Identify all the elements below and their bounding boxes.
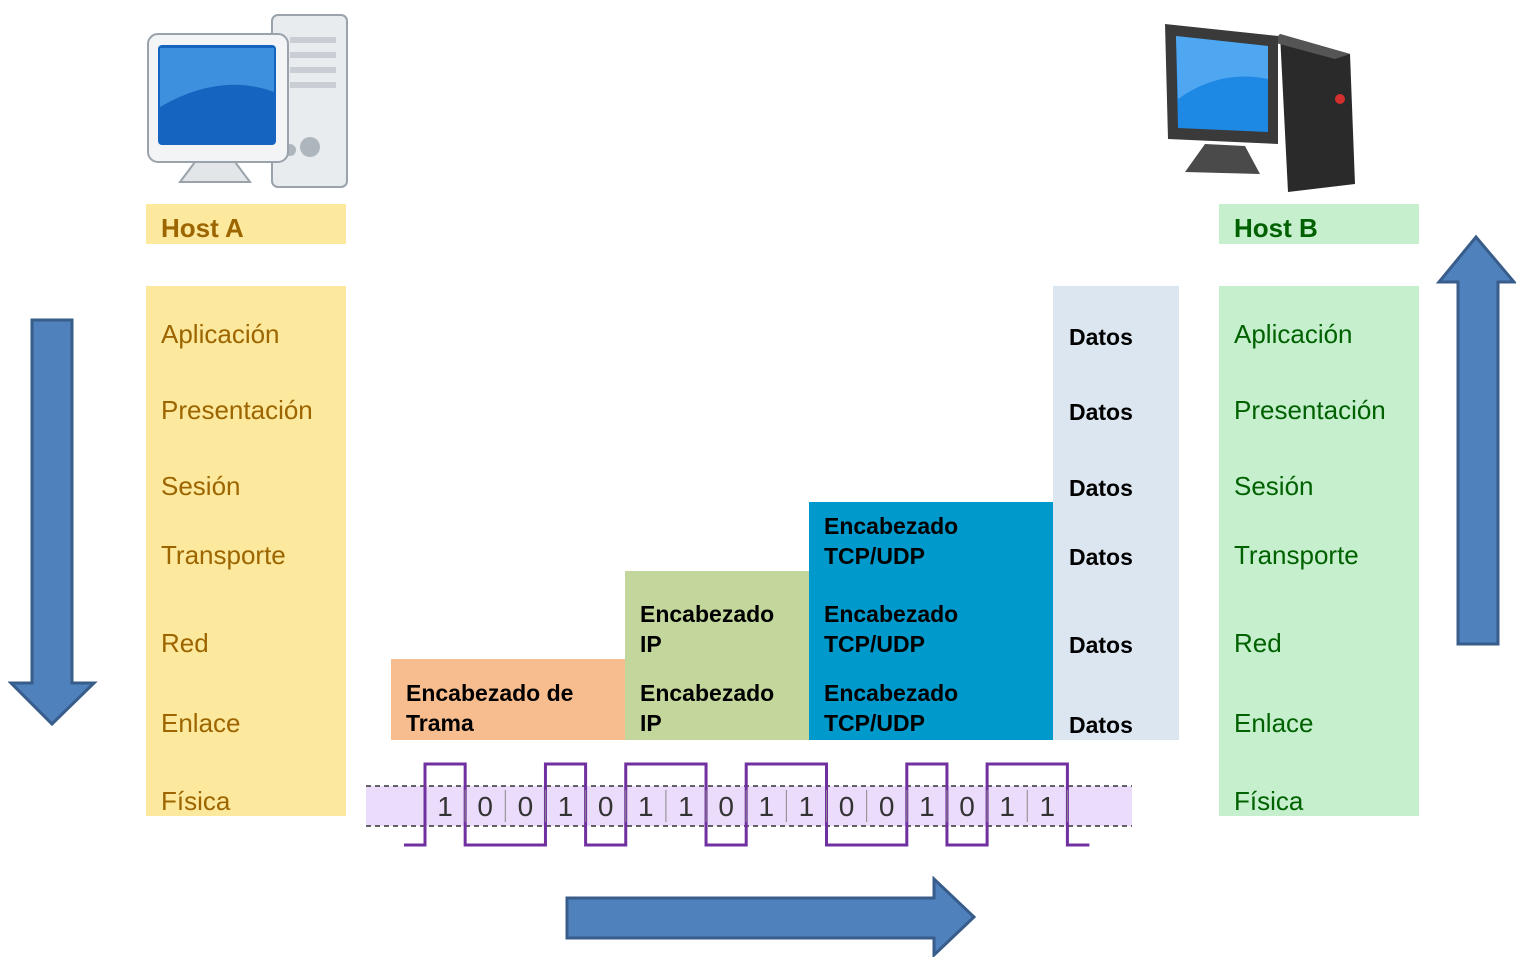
host-b-layer-transporte: Transporte: [1234, 540, 1359, 570]
bit-value: 1: [558, 791, 574, 822]
arrow-up-icon: [1435, 234, 1516, 646]
bit-value: 1: [678, 791, 694, 822]
bit-value: 0: [598, 791, 614, 822]
physical-signal-band: [366, 786, 1132, 826]
tcp-header-transporte: Encabezado TCP/UDP: [824, 513, 959, 569]
bit-value: 0: [518, 791, 534, 822]
datos-aplicacion: Datos: [1069, 324, 1133, 350]
datos-block: [1053, 286, 1179, 740]
host-b-label: Host B: [1219, 204, 1419, 244]
datos-red: Datos: [1069, 632, 1133, 658]
datos-presentacion: Datos: [1069, 399, 1133, 425]
bit-value: 0: [718, 791, 734, 822]
bit-value: 0: [477, 791, 493, 822]
datos-sesion: Datos: [1069, 475, 1133, 501]
ip-header-block: [625, 571, 809, 740]
bit-value: 1: [437, 791, 453, 822]
bit-value: 1: [758, 791, 774, 822]
ip-header-red: Encabezado IP: [640, 601, 775, 657]
host-b-layer-enlace: Enlace: [1234, 708, 1314, 738]
host-b-layer-aplicacion: Aplicación: [1234, 319, 1353, 349]
frame-header-enlace: Encabezado de Trama: [406, 680, 574, 736]
bit-value: 0: [959, 791, 975, 822]
tcp-header-red: Encabezado TCP/UDP: [824, 601, 959, 657]
host-a-layer-transporte: Transporte: [161, 540, 286, 570]
bit-value: 1: [999, 791, 1015, 822]
signal-waveform: [404, 762, 1090, 847]
host-a-layer-presentacion: Presentación: [161, 395, 313, 425]
host-a-layer-fisica: Física: [161, 786, 231, 816]
host-a-label: Host A: [146, 204, 346, 244]
host-b-layer-fisica: Física: [1234, 786, 1304, 816]
bit-value: 0: [839, 791, 855, 822]
bit-value: 1: [1040, 791, 1056, 822]
tcp-header-enlace: Encabezado TCP/UDP: [824, 680, 959, 736]
host-b-layer-presentacion: Presentación: [1234, 395, 1386, 425]
bit-value: 1: [799, 791, 815, 822]
ip-header-enlace: Encabezado IP: [640, 680, 775, 736]
host-a-layer-enlace: Enlace: [161, 708, 241, 738]
host-a-layer-aplicacion: Aplicación: [161, 319, 280, 349]
host-a-computer-icon: [147, 14, 348, 188]
arrow-right-icon: [565, 876, 977, 957]
frame-header-block: [391, 659, 625, 740]
bit-value: 1: [638, 791, 654, 822]
host-b-layer-sesion: Sesión: [1234, 471, 1314, 501]
tcp-udp-header-block: [809, 502, 1053, 740]
host-a-layer-sesion: Sesión: [161, 471, 241, 501]
host-a-layer-stack: Aplicación Presentación Sesión Transport…: [146, 286, 346, 816]
host-b-layer-stack: Aplicación Presentación Sesión Transport…: [1219, 286, 1419, 816]
bit-value: 1: [919, 791, 935, 822]
host-b-computer-icon: [1165, 24, 1355, 192]
datos-enlace: Datos: [1069, 712, 1133, 738]
host-b-layer-red: Red: [1234, 628, 1282, 658]
bit-value: 0: [879, 791, 895, 822]
host-a-layer-red: Red: [161, 628, 209, 658]
arrow-down-icon: [8, 318, 98, 727]
datos-transporte: Datos: [1069, 544, 1133, 570]
